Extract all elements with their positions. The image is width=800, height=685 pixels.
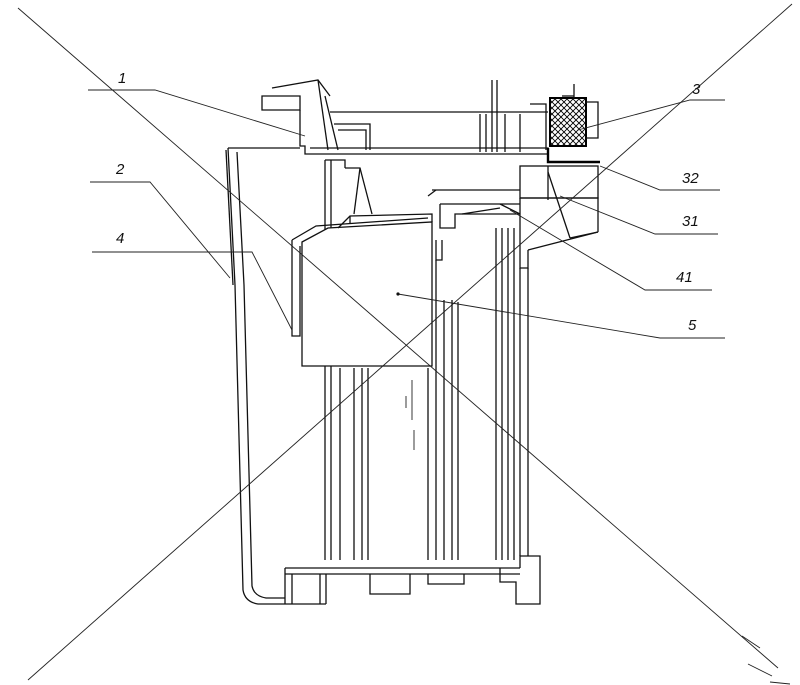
leader-5	[397, 293, 725, 339]
leader-lines	[88, 89, 725, 339]
callout-5: 5	[688, 317, 697, 334]
callout-labels: 1 2 4 3 32 31 41 5	[115, 70, 701, 334]
leader-1	[88, 89, 306, 137]
cancel-cross	[17, 3, 793, 685]
leader-5-dot	[396, 292, 400, 296]
callout-3: 3	[692, 81, 701, 98]
leader-3	[577, 99, 725, 131]
leader-2	[90, 181, 231, 279]
top-cover	[261, 79, 549, 155]
seal-block	[546, 84, 600, 164]
inner-frame	[324, 159, 515, 560]
leader-41	[509, 209, 712, 291]
leader-4	[92, 251, 293, 331]
insert-part-5	[291, 213, 433, 367]
bottom-base	[284, 268, 541, 605]
outer-housing	[225, 147, 300, 605]
callout-2: 2	[115, 161, 125, 178]
leader-32	[599, 165, 720, 191]
callout-31: 31	[682, 213, 699, 230]
callout-1: 1	[118, 70, 126, 87]
callout-4: 4	[116, 230, 124, 247]
callout-32: 32	[682, 170, 699, 187]
part-41	[439, 203, 521, 229]
bracket-assembly	[427, 165, 599, 269]
leader-31	[559, 195, 718, 235]
callout-41: 41	[676, 269, 693, 286]
